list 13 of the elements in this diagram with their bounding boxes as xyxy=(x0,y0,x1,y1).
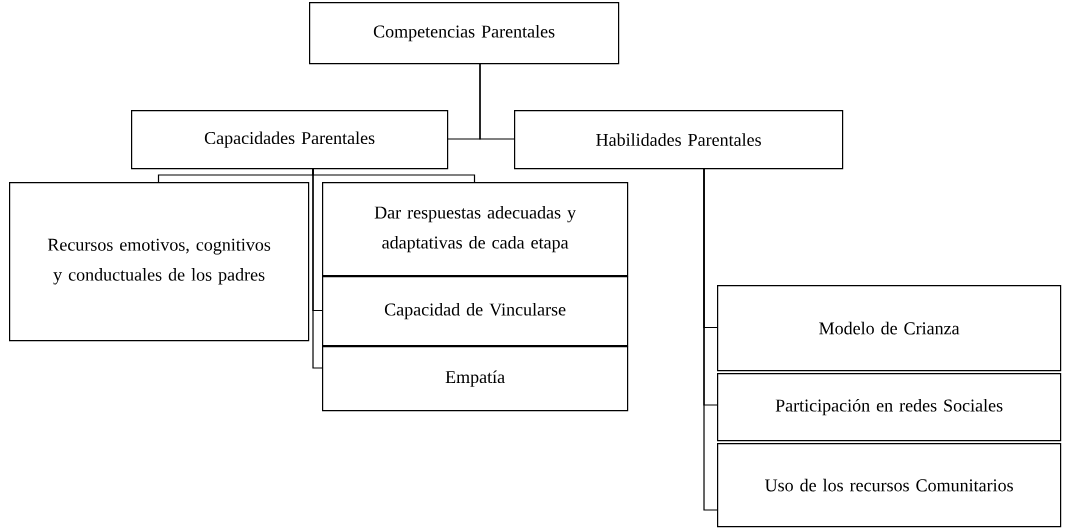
text-box: Uso de los recursos Comunitarios xyxy=(717,443,1062,528)
connector-line xyxy=(479,62,515,140)
text-box: Recursos emotivos, cognitivos y conductuales de los padres xyxy=(9,182,310,342)
text-box: Participación en redes Sociales xyxy=(717,373,1062,442)
connector-line xyxy=(312,167,323,369)
text-box: Empatía xyxy=(322,346,629,412)
text-box: Capacidades Parentales xyxy=(131,110,449,170)
connector-line xyxy=(703,167,718,511)
text-box: Capacidad de Vincularse xyxy=(322,276,629,347)
text-box: Competencias Parentales xyxy=(309,2,620,65)
text-box: Habilidades Parentales xyxy=(514,110,844,170)
text-box: Dar respuestas adecuadas y adaptativas de cada etapa xyxy=(322,182,629,277)
text-box: Modelo de Crianza xyxy=(717,285,1062,372)
